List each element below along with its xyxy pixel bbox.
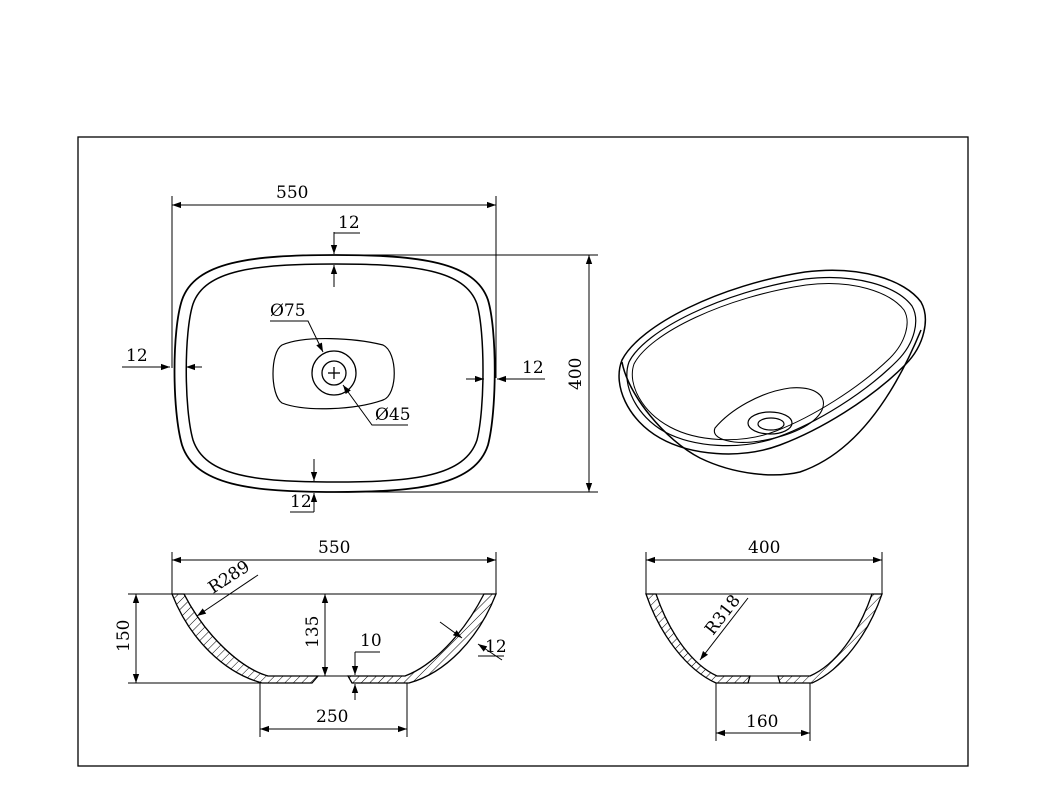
drain-outer-label: Ø75 — [270, 301, 306, 321]
front-width-label: 550 — [318, 538, 350, 558]
iso-basin-rim-outer — [618, 269, 927, 455]
front-depth-label: 135 — [303, 616, 323, 648]
drain-inner-ring — [321, 360, 347, 386]
left-rim-label: 12 — [126, 346, 148, 366]
iso-basin-body — [621, 329, 922, 476]
top-height-label: 400 — [566, 358, 586, 390]
front-radius-label: R289 — [205, 557, 254, 598]
front-base-width-label: 250 — [316, 707, 348, 727]
front-section: 550 150 135 R289 12 10 250 — [114, 538, 507, 737]
front-height-label: 150 — [114, 620, 134, 652]
side-section-wall-right — [777, 593, 883, 684]
side-base-width-label: 160 — [746, 712, 778, 732]
iso-drain-outer — [747, 411, 793, 435]
iso-drain-inner — [757, 417, 785, 431]
isometric-view — [618, 269, 927, 476]
side-section: 400 R318 160 — [645, 538, 883, 741]
top-width-label: 550 — [276, 183, 308, 203]
side-radius-label: R318 — [701, 591, 745, 639]
basin-inner-outline — [185, 263, 484, 483]
front-base-thickness-label: 10 — [360, 631, 382, 651]
drain-inner-label: Ø45 — [375, 405, 411, 425]
drain-outer-ring — [311, 350, 357, 396]
front-section-wall — [171, 593, 320, 684]
top-rim-label: 12 — [338, 213, 360, 233]
side-width-label: 400 — [748, 538, 780, 558]
iso-drain-plate — [713, 387, 824, 443]
iso-basin-rim-inner — [626, 276, 917, 447]
drain-plate — [272, 337, 395, 410]
top-view: 550 400 12 12 12 12 Ø75 Ø45 — [122, 183, 598, 513]
right-rim-label: 12 — [522, 358, 544, 378]
bottom-rim-label: 12 — [290, 492, 312, 512]
front-wall-label: 12 — [485, 637, 507, 657]
front-section-wall-right — [346, 593, 497, 684]
iso-basin-rim-third — [631, 283, 908, 441]
drawing-frame — [77, 136, 969, 767]
